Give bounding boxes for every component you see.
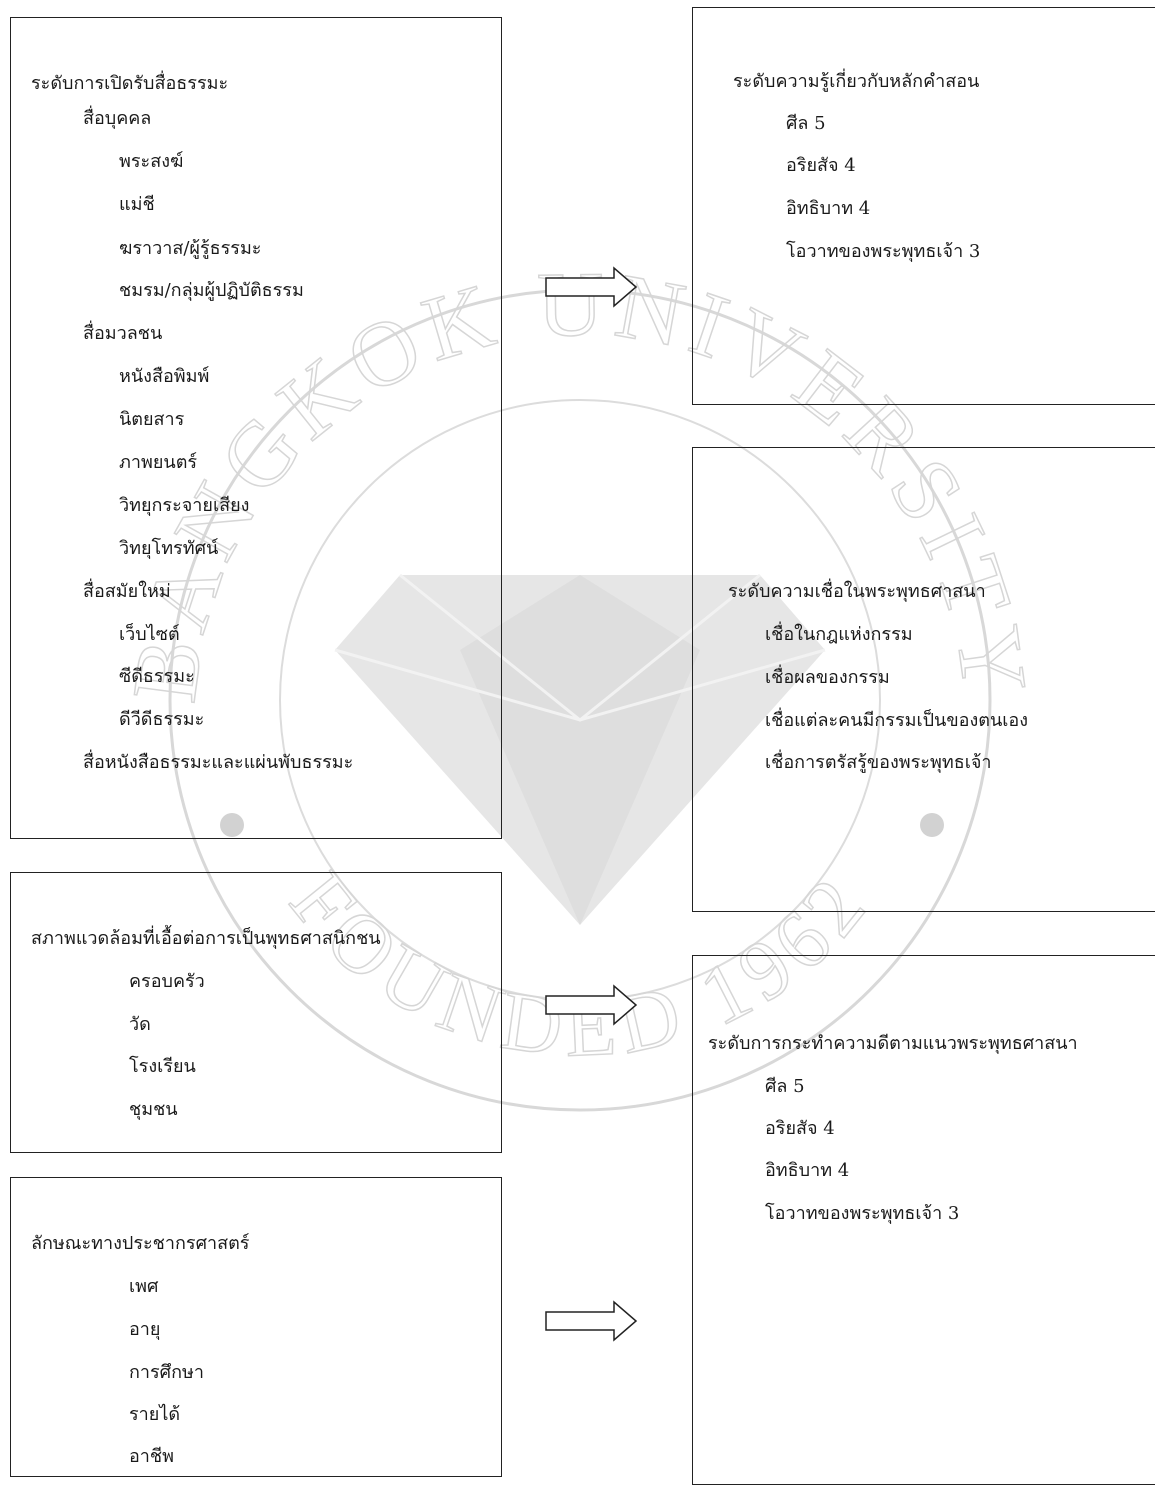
practice-item: โอวาทของพระพุทธเจ้า 3 (765, 1203, 960, 1224)
demographics-item: การศึกษา (129, 1362, 204, 1383)
personal-media-item: แม่ชี (119, 194, 155, 215)
mass-media-item: ภาพยนตร์ (119, 452, 198, 473)
environment-box: สภาพแวดล้อมที่เอื้อต่อการเป็นพุทธศาสนิกช… (10, 872, 502, 1153)
knowledge-item: อริยสัจ 4 (786, 155, 856, 176)
environment-item: ชุมชน (129, 1099, 178, 1120)
personal-media-label: สื่อบุคคล (83, 108, 152, 129)
knowledge-item: โอวาทของพระพุทธเจ้า 3 (786, 241, 981, 262)
practice-title: ระดับการกระทำความดีตามแนวพระพุทธศาสนา (708, 1033, 1078, 1054)
personal-media-item: ชมรม/กลุ่มผู้ปฏิบัติธรรม (119, 280, 304, 301)
practice-item: อริยสัจ 4 (765, 1118, 835, 1139)
environment-title: สภาพแวดล้อมที่เอื้อต่อการเป็นพุทธศาสนิกช… (31, 928, 381, 949)
mass-media-item: วิทยุกระจายเสียง (119, 495, 250, 516)
belief-item: เชื่อผลของกรรม (765, 667, 890, 688)
mass-media-label: สื่อมวลชน (83, 323, 163, 344)
new-media-label: สื่อสมัยใหม่ (83, 581, 171, 602)
right-arrow-icon (545, 984, 638, 1026)
personal-media-item: ฆราวาส/ผู้รู้ธรรมะ (119, 238, 262, 259)
demographics-item: รายได้ (129, 1404, 181, 1425)
knowledge-item: อิทธิบาท 4 (786, 198, 871, 219)
demographics-item: เพศ (129, 1276, 159, 1297)
mass-media-item: นิตยสาร (119, 409, 185, 430)
right-arrow-icon (545, 266, 638, 308)
demographics-box: ลักษณะทางประชากรศาสตร์ เพศ อายุ การศึกษา… (10, 1177, 502, 1477)
knowledge-item: ศีล 5 (786, 113, 826, 134)
belief-item: เชื่อการตรัสรู้ของพระพุทธเจ้า (765, 752, 992, 773)
mass-media-item: วิทยุโทรทัศน์ (119, 538, 219, 559)
knowledge-title: ระดับความรู้เกี่ยวกับหลักคำสอน (733, 71, 980, 92)
practice-item: ศีล 5 (765, 1076, 805, 1097)
demographics-item: อายุ (129, 1319, 161, 1340)
mass-media-item: หนังสือพิมพ์ (119, 366, 210, 387)
new-media-item: ซีดีธรรมะ (119, 666, 195, 687)
demographics-title: ลักษณะทางประชากรศาสตร์ (31, 1233, 250, 1254)
demographics-item: อาชีพ (129, 1446, 174, 1467)
belief-item: เชื่อในกฎแห่งกรรม (765, 624, 913, 645)
print-media-label: สื่อหนังสือธรรมะและแผ่นพับธรรมะ (83, 752, 354, 773)
new-media-item: เว็บไซต์ (119, 624, 180, 645)
practice-item: อิทธิบาท 4 (765, 1160, 850, 1181)
right-arrow-icon (545, 1300, 638, 1342)
new-media-item: ดีวีดีธรรมะ (119, 709, 205, 730)
knowledge-box: ระดับความรู้เกี่ยวกับหลักคำสอน ศีล 5 อริ… (692, 7, 1155, 405)
belief-item: เชื่อแต่ละคนมีกรรมเป็นของตนเอง (765, 710, 1029, 731)
environment-item: วัด (129, 1014, 151, 1035)
belief-box: ระดับความเชื่อในพระพุทธศาสนา เชื่อในกฎแห… (692, 447, 1155, 912)
practice-box: ระดับการกระทำความดีตามแนวพระพุทธศาสนา ศี… (692, 955, 1155, 1485)
environment-item: ครอบครัว (129, 971, 205, 992)
media-exposure-title: ระดับการเปิดรับสื่อธรรมะ (31, 73, 229, 94)
environment-item: โรงเรียน (129, 1056, 196, 1077)
belief-title: ระดับความเชื่อในพระพุทธศาสนา (728, 581, 986, 602)
personal-media-item: พระสงฆ์ (119, 151, 184, 172)
media-exposure-box: ระดับการเปิดรับสื่อธรรมะ สื่อบุคคล พระสง… (10, 17, 502, 839)
